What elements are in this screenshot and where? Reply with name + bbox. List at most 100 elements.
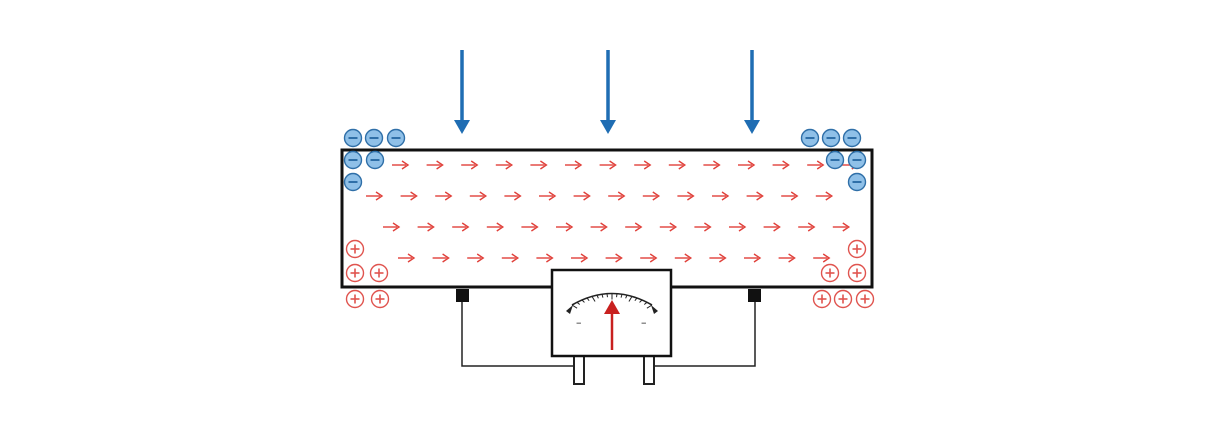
right-arrow-icon (668, 160, 687, 170)
meter-tick (643, 301, 648, 305)
plus-circle-icon (833, 289, 853, 309)
right-arrow-icon (461, 160, 479, 170)
right-arrow-icon (398, 253, 416, 263)
right-arrow-icon (625, 222, 643, 232)
circuit-wires (461, 302, 756, 367)
meter-tick (581, 299, 585, 303)
right-arrow-icon (383, 222, 401, 232)
right-arrow-icon (746, 191, 764, 201)
plus-circle-icon (820, 263, 840, 283)
right-arrow-icon (729, 222, 747, 232)
down-arrow-icon (744, 50, 760, 134)
meter-tick (601, 294, 604, 298)
right-arrow-icon (674, 253, 693, 263)
minus-circle-icon (343, 150, 363, 170)
right-arrow-icon (744, 253, 762, 263)
right-arrow-icon (469, 191, 488, 201)
meter-minus-left: – (576, 316, 582, 329)
right-arrow-icon (417, 222, 435, 232)
meter-tick (634, 297, 638, 302)
right-arrow-icon (539, 191, 557, 201)
plus-circle-icon (369, 263, 389, 283)
right-terminal (748, 289, 761, 302)
right-arrow-icon (400, 191, 418, 201)
meter-leg-right (643, 353, 655, 385)
right-arrow-icon (573, 191, 591, 201)
right-arrow-icon (807, 160, 825, 170)
meter-tick (571, 304, 578, 309)
minus-circle-icon (386, 128, 406, 148)
right-arrow-icon (798, 222, 816, 232)
plus-circle-icon (345, 263, 365, 283)
plus-circle-icon (847, 239, 867, 259)
right-arrow-icon (432, 253, 450, 263)
down-arrow-icon (600, 50, 616, 134)
right-arrow-icon (605, 253, 623, 263)
positive-charges (345, 239, 875, 309)
meter-tick (586, 297, 590, 302)
plus-circle-icon (370, 289, 390, 309)
right-arrow-icon (712, 191, 730, 201)
right-arrow-icon (694, 222, 712, 232)
right-arrow-icon (366, 191, 384, 201)
meter-tick (620, 294, 623, 298)
plus-circle-icon (847, 263, 867, 283)
right-arrow-icon (640, 253, 658, 263)
right-arrow-icon (813, 253, 831, 263)
right-arrow-icon (521, 222, 539, 232)
field-arrows (366, 160, 860, 263)
right-arrow-icon (763, 222, 781, 232)
minus-circle-icon (847, 172, 867, 192)
down-arrow-icon (454, 50, 470, 134)
meter-tick (625, 294, 628, 299)
meter-arrow-right (651, 305, 658, 314)
meter-tick (639, 299, 643, 303)
right-arrow-icon (590, 222, 608, 232)
meter-tick (591, 296, 596, 302)
right-arrow-icon (536, 253, 554, 263)
wire-left (461, 302, 574, 367)
right-arrow-icon (772, 160, 790, 170)
minus-circle-icon (842, 128, 862, 148)
right-arrow-icon (501, 253, 520, 263)
right-arrow-icon (738, 160, 756, 170)
right-arrow-icon (642, 191, 661, 201)
meter-minus-right: – (641, 316, 647, 329)
minus-circle-icon (343, 128, 363, 148)
minus-circle-icon (800, 128, 820, 148)
left-terminal (456, 289, 469, 302)
minus-circle-icon (364, 128, 384, 148)
right-arrow-icon (452, 222, 470, 232)
right-arrow-icon (709, 253, 727, 263)
right-arrow-icon (556, 222, 574, 232)
meter-scale-ticks (571, 293, 653, 309)
plus-circle-icon (812, 289, 832, 309)
right-arrow-icon (426, 160, 444, 170)
right-arrow-icon (703, 160, 721, 170)
plus-circle-icon (345, 289, 365, 309)
right-arrow-icon (599, 160, 617, 170)
right-arrow-icon (634, 160, 652, 170)
right-arrow-icon (392, 160, 410, 170)
right-arrow-icon (435, 191, 453, 201)
minus-circle-icon (365, 150, 385, 170)
galvanometer-icon: – – (550, 268, 673, 385)
right-arrow-icon (495, 160, 514, 170)
right-arrow-icon (486, 222, 505, 232)
meter-arrow-left (566, 305, 573, 314)
plus-circle-icon (345, 239, 365, 259)
right-arrow-icon (815, 191, 834, 201)
meter-tick (628, 296, 633, 302)
right-arrow-icon (608, 191, 626, 201)
meter-needle-head (604, 300, 620, 314)
wire-right (654, 302, 756, 367)
plus-circle-icon (855, 289, 875, 309)
meter-leg-left (573, 353, 585, 385)
minus-circle-icon (343, 172, 363, 192)
meter-tick (596, 294, 599, 299)
right-arrow-icon (832, 222, 851, 232)
minus-circle-icon (821, 128, 841, 148)
right-arrow-icon (504, 191, 522, 201)
meter-tick (576, 301, 581, 305)
negative-charges (343, 128, 867, 192)
